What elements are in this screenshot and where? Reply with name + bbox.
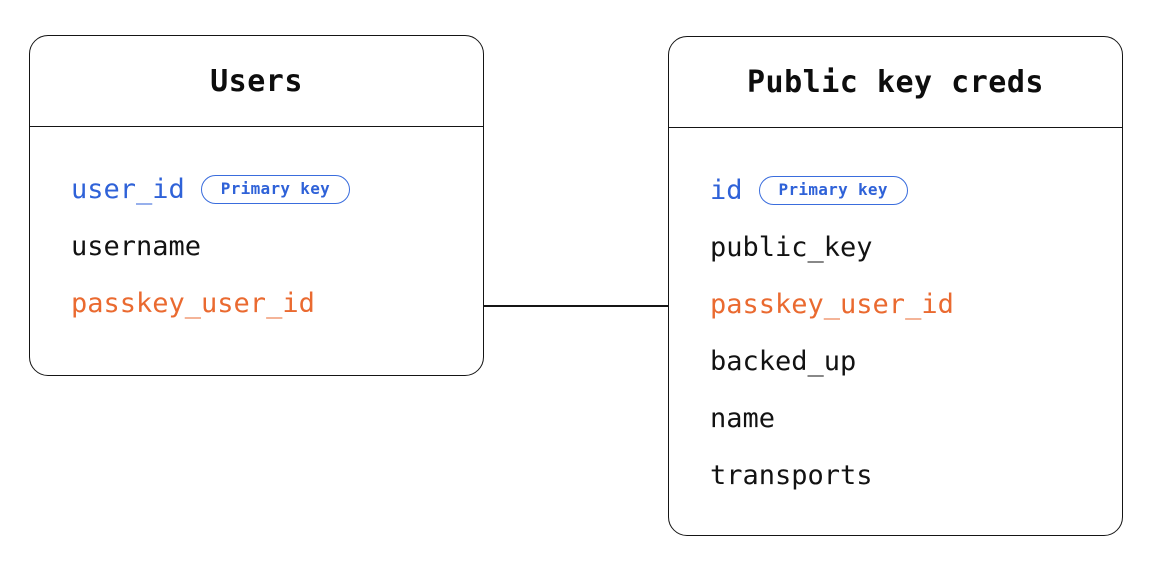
field-row-backed-up[interactable]: backed_up [669,333,1122,390]
field-name-transports: transports [710,460,873,491]
primary-key-badge-public-key-creds: Primary key [758,176,908,205]
field-row-public-key[interactable]: public_key [669,219,1122,276]
entity-header-users: Users [30,36,483,127]
field-name-user-id: user_id [71,174,185,205]
field-name-public-key: public_key [710,232,873,263]
field-row-name[interactable]: name [669,390,1122,447]
primary-key-badge-users: Primary key [200,175,351,204]
field-name-passkey-user-id: passkey_user_id [71,288,315,319]
field-name-username: username [71,231,202,262]
field-list-users: user_id Primary key username passkey_use… [30,127,483,332]
field-list-public-key-creds: id Primary key public_key passkey_user_i… [669,128,1122,504]
entity-card-users[interactable]: Users user_id Primary key username passk… [29,35,484,376]
field-row-user-id[interactable]: user_id Primary key [30,161,483,218]
field-name-backed-up: backed_up [710,346,857,377]
relationship-connector-passkey-user-id [483,305,669,307]
field-row-passkey-user-id-creds[interactable]: passkey_user_id [669,276,1122,333]
entity-title-users: Users [210,63,303,99]
entity-title-public-key-creds: Public key creds [747,64,1044,100]
primary-key-badge-label: Primary key [220,179,331,198]
entity-card-public-key-creds[interactable]: Public key creds id Primary key public_k… [668,36,1123,536]
field-row-passkey-user-id-users[interactable]: passkey_user_id [30,275,483,332]
field-row-id[interactable]: id Primary key [669,162,1122,219]
field-name-name: name [710,403,776,434]
field-name-id: id [710,175,743,206]
entity-header-public-key-creds: Public key creds [669,37,1122,128]
field-row-transports[interactable]: transports [669,447,1122,504]
field-name-passkey-user-id: passkey_user_id [710,289,954,320]
field-row-username[interactable]: username [30,218,483,275]
primary-key-badge-label: Primary key [778,180,888,199]
